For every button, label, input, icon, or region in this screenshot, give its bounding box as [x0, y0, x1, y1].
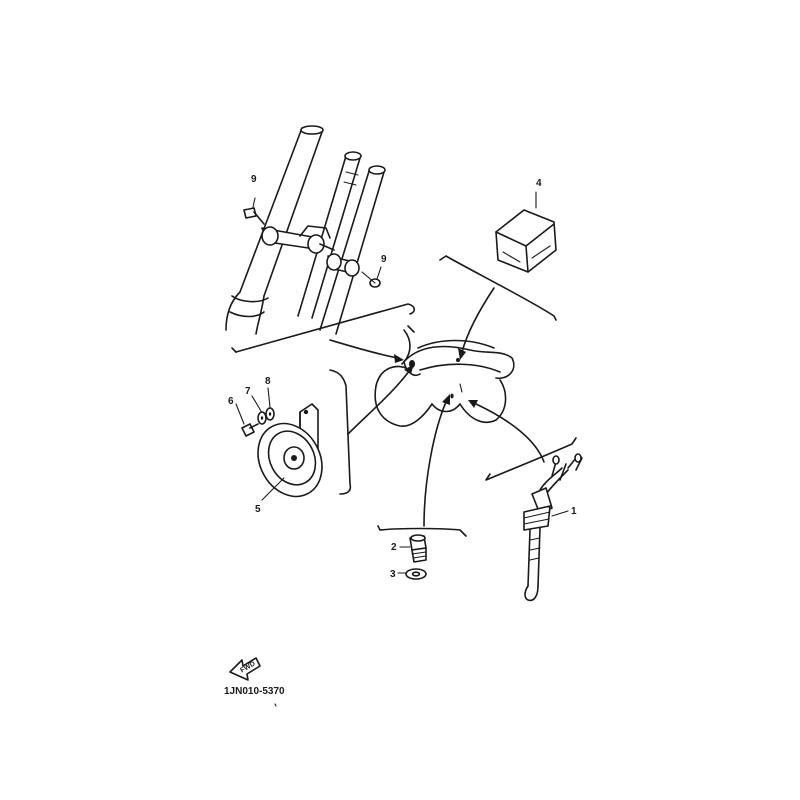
headlight-bracket	[374, 325, 515, 427]
callout-5: 5	[255, 504, 261, 515]
relay-unit	[495, 191, 557, 273]
leader-arrows	[329, 287, 545, 527]
callout-3: 3	[390, 569, 396, 580]
callout-7: 7	[245, 386, 251, 397]
forward-arrow-icon: FWD	[229, 657, 261, 681]
callout-9-lower: 9	[381, 254, 387, 265]
callout-9-upper: 9	[251, 174, 257, 185]
callout-6: 6	[228, 396, 234, 407]
bolt-9-upper	[243, 197, 265, 225]
grouping-brackets	[231, 255, 577, 537]
drawing-code: 1JN010-5370	[224, 686, 285, 697]
callout-2: 2	[391, 542, 397, 553]
bolt-9-lower	[361, 266, 382, 288]
oil-sensor-fitting	[397, 534, 427, 580]
callout-1: 1	[571, 506, 577, 517]
horn-assembly	[235, 387, 323, 501]
callout-4: 4	[536, 178, 542, 189]
front-fork-assembly	[225, 125, 386, 335]
neutral-switch	[523, 453, 583, 602]
callout-8: 8	[265, 376, 271, 387]
